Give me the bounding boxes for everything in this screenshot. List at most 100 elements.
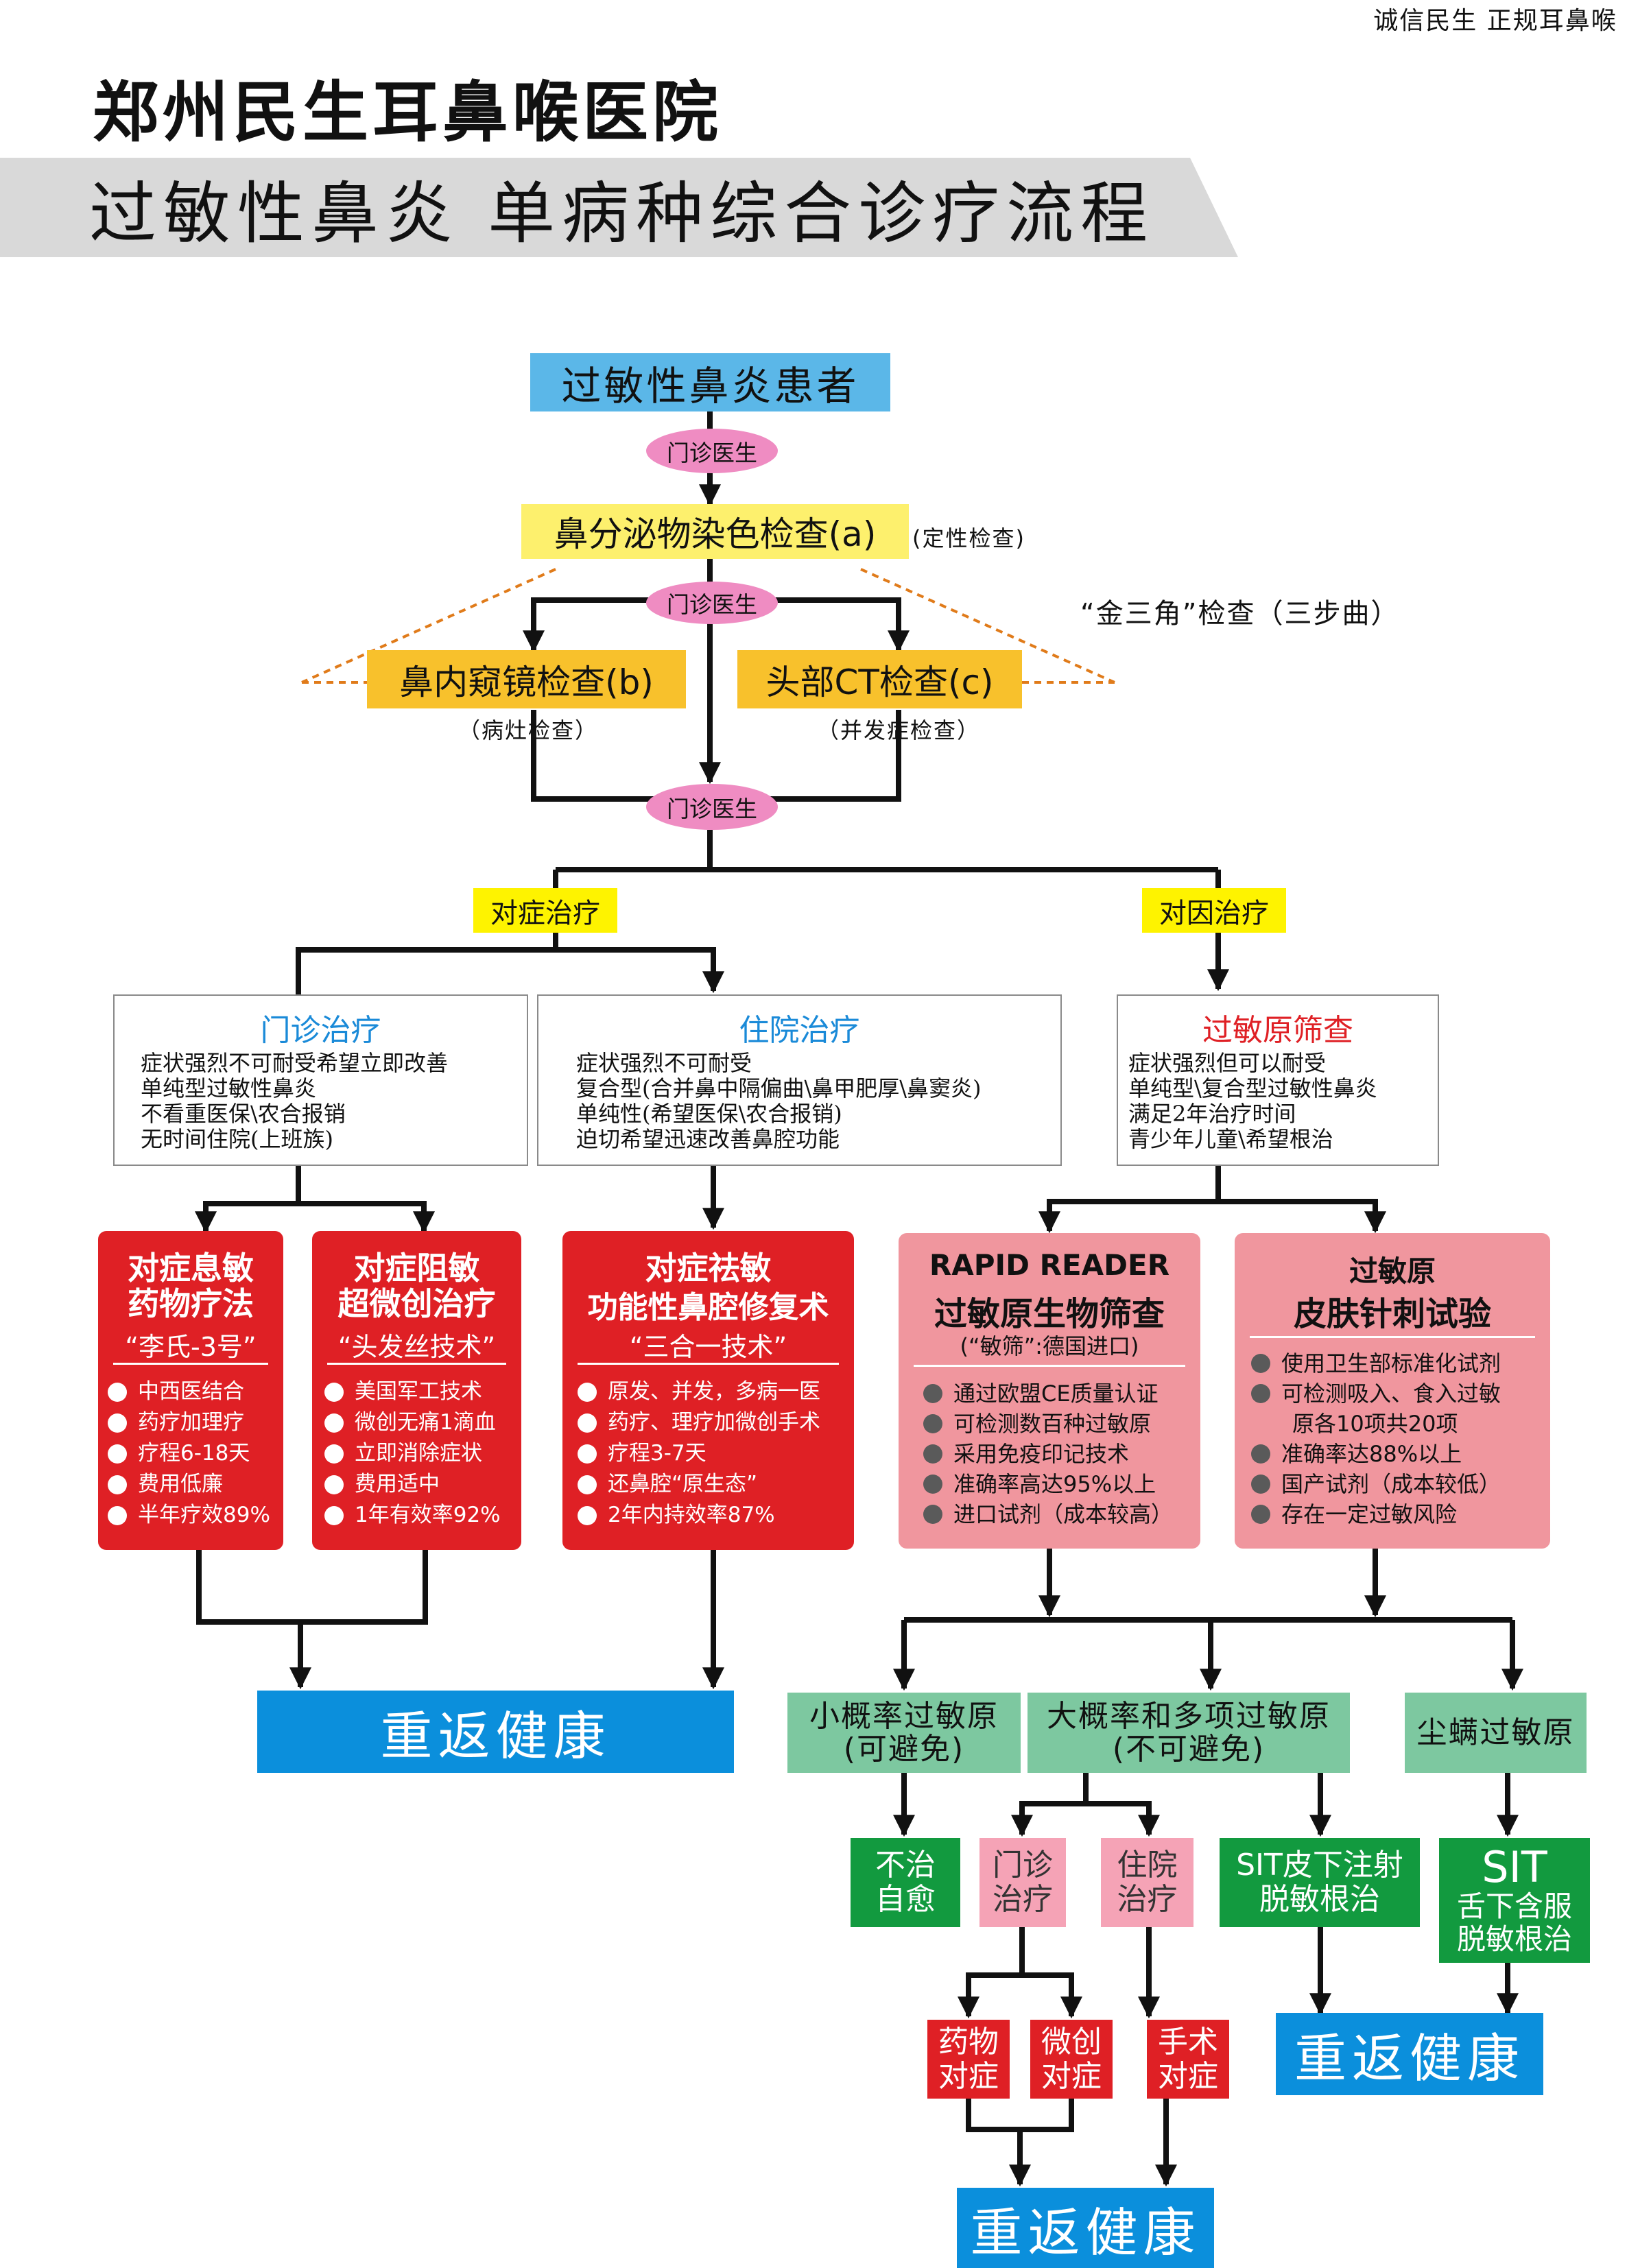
list-item: 症状强烈不可耐受希望立即改善 — [141, 1050, 449, 1076]
high-prob-line1: 大概率和多项过敏原 — [1047, 1698, 1331, 1734]
list-item: 2年内持效率87% — [578, 1500, 820, 1531]
dust-mite-allergen-box: 尘螨过敏原 — [1405, 1693, 1587, 1773]
op-treat-line2: 治疗 — [993, 1882, 1053, 1917]
exam-c-note: （并发症检查） — [816, 717, 980, 743]
clinic-doctor-oval-3: 门诊医生 — [646, 784, 778, 830]
list-item: 可检测吸入、食入过敏 — [1251, 1378, 1501, 1409]
list-item: 单纯型过敏性鼻炎 — [141, 1075, 317, 1101]
list-item: 通过欧盟CE质量认证 — [923, 1378, 1173, 1409]
low-probability-allergen-box: 小概率过敏原 (可避免) — [787, 1693, 1021, 1773]
high-prob-line2: (不可避免) — [1112, 1731, 1266, 1767]
minimal-invasive-symptomatic-box: 微创 对症 — [1030, 2020, 1113, 2099]
slogan: 诚信民生 正规耳鼻喉 — [1373, 7, 1617, 35]
no-treatment-box: 不治 自愈 — [851, 1838, 960, 1927]
list-item: 原发、并发，多病一医 — [578, 1376, 820, 1407]
card-title-line1: 对症阻敏 — [353, 1250, 480, 1287]
list-item: 1年有效率92% — [324, 1500, 501, 1531]
return-health-box-3: 重返健康 — [957, 2188, 1214, 2268]
list-item: 药疗、理疗加微创手术 — [578, 1407, 820, 1438]
inpatient-title: 住院治疗 — [739, 1013, 860, 1048]
page-title: 过敏性鼻炎 单病种综合诊疗流程 — [89, 174, 1155, 253]
ip-treat-line1: 住院 — [1117, 1848, 1178, 1883]
list-item: 单纯性(希望医保\农合报销) — [576, 1101, 842, 1127]
card-subtitle: “三合一技术” — [629, 1332, 787, 1362]
sit-sublingual-box: SIT 舌下含服 脱敏根治 — [1439, 1838, 1590, 1963]
exam-c-box: 头部CT检查(c) — [737, 650, 1022, 708]
no-treat-line1: 不治 — [875, 1848, 936, 1883]
drug-line2: 对症 — [938, 2058, 999, 2094]
drug-symptomatic-box: 药物 对症 — [927, 2020, 1010, 2099]
list-item: 满足2年治疗时间 — [1128, 1101, 1296, 1127]
card-bullets: 通过欧盟CE质量认证 可检测数百种过敏原 采用免疫印记技术 准确率高达95%以上… — [923, 1378, 1173, 1529]
screening-criteria: 症状强烈但可以耐受 单纯型\复合型过敏性鼻炎 满足2年治疗时间 青少年儿童\希望… — [1128, 1051, 1377, 1152]
card-subtitle: “李氏-3号” — [125, 1332, 257, 1362]
list-item: 中西医结合 — [108, 1376, 270, 1407]
exam-b-box: 鼻内窥镜检查(b) — [367, 650, 686, 708]
card-title-line1: 过敏原 — [1349, 1254, 1436, 1288]
card-bullets: 中西医结合 药疗加理疗 疗程6-18天 费用低廉 半年疗效89% — [108, 1376, 270, 1531]
title-banner — [0, 158, 1238, 257]
list-item: 复合型(合并鼻中隔偏曲\鼻甲肥厚\鼻窦炎) — [576, 1075, 982, 1101]
list-item: 还鼻腔“原生态” — [578, 1469, 820, 1500]
causal-treatment-label: 对因治疗 — [1142, 888, 1286, 933]
card-title-line2: 超微创治疗 — [337, 1285, 496, 1322]
list-item: 费用适中 — [324, 1469, 501, 1500]
list-item: 进口试剂（成本较高） — [923, 1499, 1173, 1529]
return-health-box-1: 重返健康 — [257, 1691, 734, 1773]
screening-title: 过敏原筛查 — [1202, 1013, 1353, 1048]
divider — [113, 1363, 268, 1365]
list-item: 不看重医保\农合报销 — [141, 1101, 346, 1127]
list-item: 准确率达88%以上 — [1251, 1439, 1501, 1469]
ip-treat-line2: 治疗 — [1117, 1882, 1178, 1917]
golden-triangle-label: “金三角”检查（三步曲） — [1080, 598, 1400, 630]
surgery-line2: 对症 — [1158, 2058, 1218, 2094]
divider — [578, 1363, 839, 1365]
sit-inject-line1: SIT皮下注射 — [1236, 1848, 1403, 1883]
divider — [914, 1365, 1185, 1367]
screening-info-box: 过敏原筛查 症状强烈但可以耐受 单纯型\复合型过敏性鼻炎 满足2年治疗时间 青少… — [1117, 994, 1439, 1166]
return-health-box-2: 重返健康 — [1276, 2013, 1543, 2095]
card-title-line2: 药物疗法 — [128, 1285, 254, 1322]
exam-b-note: （病灶检查） — [458, 717, 598, 743]
list-item-continued: 原各10项共20项 — [1292, 1411, 1458, 1437]
card-title-line1: 对症祛敏 — [645, 1250, 772, 1287]
card-title-line2: 过敏原生物筛查 — [934, 1295, 1165, 1333]
surgery-symptomatic-box: 手术 对症 — [1147, 2020, 1229, 2099]
list-item: 症状强烈不可耐受 — [576, 1050, 752, 1076]
list-item: 疗程6-18天 — [108, 1438, 270, 1469]
exam-a-box: 鼻分泌物染色检查(a) — [521, 504, 909, 559]
exam-a-note: (定性检查) — [912, 525, 1025, 551]
high-probability-allergen-box: 大概率和多项过敏原 (不可避免) — [1028, 1693, 1350, 1773]
list-item: 药疗加理疗 — [108, 1407, 270, 1438]
clinic-doctor-oval-2: 门诊医生 — [646, 582, 778, 624]
card-subtitle: “头发丝技术” — [337, 1332, 496, 1362]
sit-injection-box: SIT皮下注射 脱敏根治 — [1220, 1838, 1420, 1927]
outpatient-title: 门诊治疗 — [260, 1013, 381, 1048]
sit-sub-line3: 脱敏根治 — [1456, 1922, 1572, 1956]
low-prob-line1: 小概率过敏原 — [809, 1698, 999, 1734]
inpatient-criteria: 症状强烈不可耐受 复合型(合并鼻中隔偏曲\鼻甲肥厚\鼻窦炎) 单纯性(希望医保\… — [576, 1051, 982, 1152]
list-item: 存在一定过敏风险 — [1251, 1499, 1501, 1529]
list-item: 青少年儿童\希望根治 — [1128, 1126, 1333, 1152]
card-minimally-invasive: 对症阻敏 超微创治疗 “头发丝技术” 美国军工技术 微创无痛1滴血 立即消除症状… — [312, 1231, 521, 1550]
card-bullets: 使用卫生部标准化试剂 可检测吸入、食入过敏 原各10项共20项 准确率达88%以… — [1251, 1348, 1501, 1529]
list-item: 疗程3-7天 — [578, 1438, 820, 1469]
list-item: 无时间住院(上班族) — [141, 1126, 333, 1152]
hospital-name: 郑州民生耳鼻喉医院 — [93, 73, 722, 151]
card-rapid-reader-screening: RAPID READER 过敏原生物筛查 (“敏筛”:德国进口) 通过欧盟CE质… — [899, 1233, 1200, 1549]
no-treat-line2: 自愈 — [875, 1882, 936, 1917]
list-item: 可检测数百种过敏原 — [923, 1409, 1173, 1439]
card-subtitle: (“敏筛”:德国进口) — [960, 1333, 1139, 1359]
card-title-line1: RAPID READER — [929, 1248, 1170, 1282]
list-item: 半年疗效89% — [108, 1500, 270, 1531]
card-title-line1: 对症息敏 — [128, 1250, 254, 1287]
card-title-line2: 皮肤针刺试验 — [1293, 1295, 1491, 1333]
list-item: 国产试剂（成本较低） — [1251, 1469, 1501, 1499]
sit-sub-line2: 舌下含服 — [1456, 1889, 1572, 1923]
sit-sub-line1: SIT — [1482, 1842, 1547, 1892]
outpatient-info-box: 门诊治疗 症状强烈不可耐受希望立即改善 单纯型过敏性鼻炎 不看重医保\农合报销 … — [113, 994, 528, 1166]
patient-box: 过敏性鼻炎患者 — [530, 353, 890, 411]
card-bullets: 美国军工技术 微创无痛1滴血 立即消除症状 费用适中 1年有效率92% — [324, 1376, 501, 1531]
list-item: 单纯型\复合型过敏性鼻炎 — [1128, 1075, 1377, 1101]
card-nasal-repair-surgery: 对症祛敏 功能性鼻腔修复术 “三合一技术” 原发、并发，多病一医 药疗、理疗加微… — [562, 1231, 854, 1550]
